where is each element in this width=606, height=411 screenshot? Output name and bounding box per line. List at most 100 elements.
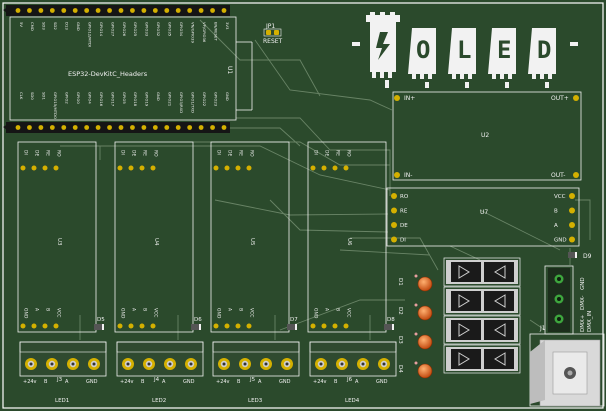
driver-bottom-pin-label: GND [313,308,319,319]
esp32-bottom-pins [15,125,227,130]
esp32-top-label: SD2 [53,22,58,30]
u7-left-pin-label: RE [400,209,408,215]
traces [60,19,591,340]
u7-right-pin-label: GND [554,238,567,244]
driver-top-pin-label: DI [120,150,126,155]
status-led-body [417,363,433,379]
logo-letter-3: E [497,36,511,64]
esp32-name: ESP32-DevKitC_Headers [68,70,148,78]
esp32-bottom-label: GPIO23 [213,92,218,107]
esp32-bottom-label: GPIO21 [168,92,173,107]
driver-top-pin-label: RO [346,150,352,157]
esp32-bottom-label: CLK [19,92,24,100]
ghost-tentacle [425,82,429,88]
esp32-bottom-label: GPIO22 [202,92,207,107]
terminal-top-strip [212,341,300,353]
ghost-tentacle [545,82,549,88]
u7-left-pin [391,193,397,199]
driver-bottom-pin [343,323,349,329]
driver-top-pin [224,165,230,171]
dc-jack-pin [567,370,573,376]
esp32-top-label: GPIO35 [168,22,173,37]
driver-bottom-pin-label: A [131,308,137,312]
u2-pin-label-in-plus: IN+ [404,95,415,102]
esp32-bottom-pin [198,125,204,130]
terminal-screw-hole [71,362,75,366]
dmx-label-dmx-in: DMX_IN [587,311,593,332]
driver-bottom-pin-label: GND [23,308,29,319]
terminal-pin-label: GND [376,379,388,385]
terminal-pin-label: GND [86,379,98,385]
driver-top-pin [53,165,59,171]
esp32-bottom-pin [107,125,112,130]
reset-jumper-pad-1 [266,30,271,35]
driver-top-pin-label: RE [335,150,341,156]
driver-bottom-pin [235,323,241,329]
esp32-top-pin [15,8,21,13]
status-led-lead [414,332,418,336]
driver-top-pin-label: DE [34,150,40,156]
u2-pin-in-minus [394,172,400,178]
driver-bottom-pin-label: VCC [346,308,352,317]
esp32-top-label: GPIO27 [110,22,115,37]
dmx-diode-cathode [575,252,577,258]
esp32-designator: U1 [226,66,233,74]
dmx-diode-body [568,252,577,258]
driver-top-pin [343,165,349,171]
driver-top-pin [139,165,145,171]
u7-left-pin-label: DI [400,238,406,244]
driver-diode-cathode [199,324,201,330]
driver-designator: U4 [153,238,159,246]
u7-left-pin-label: RO [400,194,409,200]
dmx-input: D9 DMX+ DMX- GND DMX_IN J1 [539,252,593,335]
driver-top-pin-label: RE [142,150,148,156]
esp32-header-top [6,5,230,16]
status-led-designator: D1 [397,278,403,286]
esp32-bottom-pin [72,125,78,130]
button-left-cap [451,262,481,282]
esp32-top-pin [221,8,227,13]
terminal-designator: J5 [249,377,256,383]
logo-letter-4: D [537,36,551,64]
u2-module: IN+ IN- OUT+ OUT- U2 [392,91,582,181]
terminal-screw-hole [285,362,289,366]
driver-bottom-pin [246,323,252,329]
u7-left-pin-label: DE [400,223,408,229]
reset-jumper[interactable]: JP1 RESET [263,23,283,45]
reset-jumper-outline [263,28,282,37]
esp32-top-pin [141,8,147,13]
esp32-top-label: GPIO34 [179,22,184,37]
status-led-lead [414,303,418,307]
driver-bottom-pin-label: GND [216,308,222,319]
driver-bottom-pin [128,323,134,329]
ghost-cap-notch-3 [390,12,395,16]
terminal-pin-label: A [355,379,359,385]
esp32-top-pin [27,8,32,13]
dc-jack [529,333,605,407]
terminal-screw-hole [264,362,268,366]
driver-top-pin [246,165,252,171]
terminal-pin-label: A [258,379,262,385]
esp32-top-label: EN/RESET [213,22,218,41]
terminal-pin-label: GND [279,379,291,385]
driver-top-pin [128,165,134,171]
driver-bottom-pin [224,323,230,329]
terminal-screw-hole [340,362,344,366]
dmx-pin-2-hole [557,297,561,301]
logo-letter-1: O [416,36,430,64]
button-right-glyph [494,323,506,337]
esp32-top-label: GPIO32 [156,22,161,37]
esp32-top-pin [38,8,44,13]
reset-jumper-designator: JP1 [265,23,275,30]
driver-top-pin [31,165,37,171]
esp32-bottom-label: GPIO19 [145,92,150,107]
logo-lightning [376,32,390,60]
esp32-bottom-label: GPIO15/MTDO [53,92,58,119]
u2-pin-label-in-minus: IN- [404,172,412,179]
driver-diode-designator: D6 [194,317,202,323]
esp32-bottom-pin [187,125,193,130]
